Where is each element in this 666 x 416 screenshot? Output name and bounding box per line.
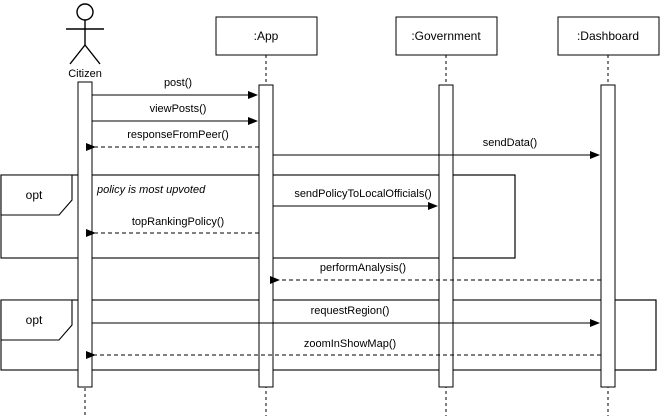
fragment-operator-label: opt [26, 313, 43, 327]
message-label-top-ranking-policy: topRankingPolicy() [132, 216, 224, 228]
participant-box-dashboard [557, 16, 660, 56]
activation-bar-dashboard [600, 84, 616, 388]
fragment-guard-label: policy is most upvoted [96, 184, 206, 196]
message-label-zoom-in-show-map: zoomInShowMap() [304, 338, 396, 350]
message-response-from-peer: responseFromPeer() [86, 129, 259, 151]
participant-box-government [395, 16, 498, 56]
fragment-operator-label: opt [26, 188, 43, 202]
fragment-opt-1: opt policy is most upvoted [0, 174, 516, 259]
participant-label-app: :App [254, 29, 279, 43]
message-label-send-data: sendData() [483, 137, 537, 149]
participant-label-citizen: Citizen [68, 68, 102, 80]
message-label-post: post() [164, 77, 192, 89]
actor-leg-left-icon [69, 44, 86, 65]
actor-leg-right-icon [84, 44, 101, 65]
message-perform-analysis: performAnalysis() [270, 262, 601, 284]
message-label-response-from-peer: responseFromPeer() [127, 129, 228, 141]
message-request-region: requestRegion() [92, 305, 600, 327]
participant-government[interactable]: :Government [395, 16, 498, 56]
activation-bar-government [438, 84, 454, 388]
activation-bar-citizen [77, 81, 93, 388]
participant-dashboard[interactable]: :Dashboard [557, 16, 660, 56]
actor-head-icon [76, 3, 94, 21]
message-view-posts: viewPosts() [92, 103, 258, 125]
nested-frame-government [445, 174, 516, 259]
participant-app[interactable]: :App [215, 16, 318, 56]
message-post: post() [92, 77, 258, 99]
participant-box-app [215, 16, 318, 56]
message-label-request-region: requestRegion() [311, 305, 390, 317]
message-send-policy-to-local-officials: sendPolicyToLocalOfficials() [273, 188, 438, 210]
message-zoom-in-show-map: zoomInShowMap() [86, 338, 601, 359]
message-label-perform-analysis: performAnalysis() [320, 262, 406, 274]
participant-label-government: :Government [411, 29, 481, 43]
participant-citizen[interactable]: Citizen [66, 3, 104, 80]
activation-bar-app [258, 84, 274, 388]
message-send-data: sendData() [273, 137, 600, 159]
message-top-ranking-policy: topRankingPolicy() [86, 216, 259, 237]
message-label-send-policy-to-local-officials: sendPolicyToLocalOfficials() [294, 188, 431, 200]
fragment-opt-2: opt [0, 299, 657, 371]
message-label-view-posts: viewPosts() [150, 103, 207, 115]
participant-label-dashboard: :Dashboard [577, 29, 639, 43]
